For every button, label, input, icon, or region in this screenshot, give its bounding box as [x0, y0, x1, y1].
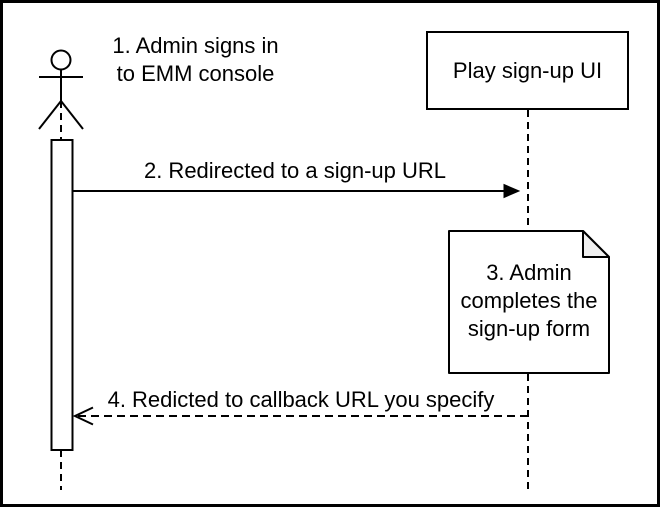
message-4-arrow: [72, 406, 528, 426]
message-4-label: 4. Redicted to callback URL you specify: [107, 387, 495, 412]
activation-bar: [50, 139, 74, 451]
participant-box: Play sign-up UI: [426, 31, 629, 110]
message-2-arrow: [73, 183, 521, 199]
participant-label: Play sign-up UI: [452, 57, 603, 83]
note-label: 3. Admin completes the sign-up form: [460, 260, 598, 341]
actor-icon: [38, 49, 84, 141]
actor-label: 1. Admin signs in to EMM console: [112, 33, 279, 86]
message-2-label: 2. Redirected to a sign-up URL: [143, 158, 447, 183]
note-shape: [448, 230, 610, 374]
